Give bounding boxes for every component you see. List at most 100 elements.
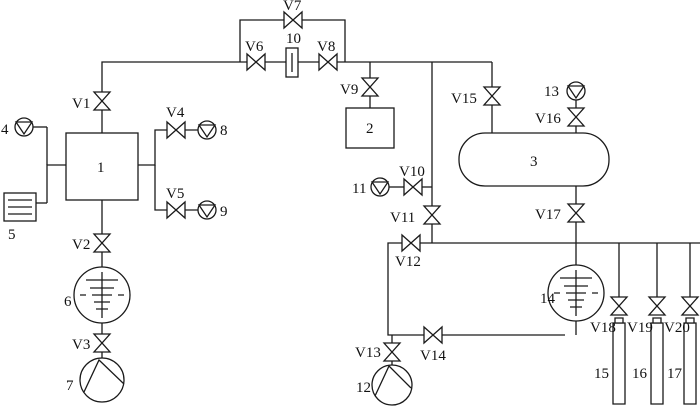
label-component-5: 5: [8, 227, 16, 243]
valve-v3[interactable]: [92, 333, 112, 353]
bowtie-valve-icon: [423, 325, 443, 345]
valve-v16[interactable]: [566, 107, 586, 127]
label-valve-v6: V6: [245, 39, 264, 55]
vacuum-gauge-icon: [14, 121, 34, 136]
vacuum-gauge-9: [197, 200, 217, 220]
bowtie-valve-icon: [166, 120, 186, 140]
valve-v15[interactable]: [482, 86, 502, 106]
bowtie-valve-icon: [283, 10, 303, 30]
vacuum-gauge-13: [566, 81, 586, 101]
gauge-controller-5: [3, 192, 37, 222]
label-valve-v18: V18: [590, 320, 616, 336]
label-valve-v15: V15: [451, 91, 477, 107]
bowtie-valve-icon: [318, 52, 338, 72]
label-valve-v14: V14: [420, 348, 446, 364]
bowtie-valve-icon: [422, 205, 442, 225]
valve-v12[interactable]: [401, 233, 421, 253]
bowtie-valve-icon: [360, 77, 380, 97]
bowtie-valve-icon: [482, 86, 502, 106]
gas-cylinder-15: [612, 317, 626, 405]
bowtie-valve-icon: [647, 296, 667, 316]
label-valve-v2: V2: [72, 237, 90, 253]
turbomolecular-pump-icon: [80, 272, 124, 318]
label-component-7: 7: [66, 378, 74, 394]
bowtie-valve-icon: [246, 52, 266, 72]
vacuum-gauge-icon: [197, 204, 217, 219]
valve-v2[interactable]: [92, 233, 112, 253]
vacuum-gauge-icon: [566, 85, 586, 100]
molecular-pump-6: [73, 266, 131, 324]
valve-v6[interactable]: [246, 52, 266, 72]
bowtie-valve-icon: [92, 333, 112, 353]
vacuum-gauge-4: [14, 117, 34, 137]
label-component-9: 9: [220, 204, 228, 220]
label-valve-v17: V17: [535, 207, 561, 223]
vacuum-gauge-icon: [197, 124, 217, 139]
label-component-14: 14: [540, 291, 556, 307]
bowtie-valve-icon: [166, 200, 186, 220]
label-valve-v9: V9: [340, 82, 358, 98]
valve-v10[interactable]: [403, 177, 423, 197]
label-component-1: 1: [97, 160, 105, 176]
label-valve-v1: V1: [72, 96, 90, 112]
label-valve-v19: V19: [627, 320, 653, 336]
valve-v13[interactable]: [382, 342, 402, 362]
bowtie-valve-icon: [566, 107, 586, 127]
bowtie-valve-icon: [680, 296, 700, 316]
valve-v5[interactable]: [166, 200, 186, 220]
turbomolecular-pump-icon: [554, 270, 598, 316]
valve-labels: V1 V2 V3 V4 V5 V6 V7 V8 V9 V10 V11 V12 V…: [72, 0, 690, 364]
label-component-16: 16: [632, 366, 648, 382]
valve-v8[interactable]: [318, 52, 338, 72]
valve-v20[interactable]: [680, 296, 700, 316]
rotary-pump-7: [79, 357, 125, 403]
gas-cylinder-16: [650, 317, 664, 405]
label-component-17: 17: [667, 366, 683, 382]
bowtie-valve-icon: [401, 233, 421, 253]
label-component-13: 13: [544, 84, 559, 100]
valve-v14[interactable]: [423, 325, 443, 345]
bowtie-valve-icon: [92, 233, 112, 253]
label-valve-v10: V10: [399, 164, 425, 180]
valve-v9[interactable]: [360, 77, 380, 97]
valve-v4[interactable]: [166, 120, 186, 140]
valve-v19[interactable]: [647, 296, 667, 316]
molecular-pump-14: [547, 264, 605, 322]
label-valve-v7: V7: [283, 0, 302, 14]
valve-v11[interactable]: [422, 205, 442, 225]
bowtie-valve-icon: [92, 91, 112, 111]
label-component-10: 10: [286, 31, 301, 47]
valve-v18[interactable]: [609, 296, 629, 316]
label-component-6: 6: [64, 294, 72, 310]
rotary-pump-12: [371, 364, 413, 406]
valve-v7[interactable]: [283, 10, 303, 30]
bowtie-valve-icon: [609, 296, 629, 316]
vessel-2: [345, 107, 395, 149]
flowmeter-10: [285, 47, 299, 78]
label-component-15: 15: [594, 366, 609, 382]
component-labels: 1 2 3 4 5 6 7 8 9 10 11 12 13 14 15 16 1…: [1, 31, 683, 396]
label-valve-v11: V11: [390, 210, 415, 226]
vacuum-gauge-11: [370, 177, 390, 197]
label-component-8: 8: [220, 123, 228, 139]
label-valve-v3: V3: [72, 337, 90, 353]
vacuum-gauge-8: [197, 120, 217, 140]
rotary-vane-pump-icon: [374, 364, 412, 397]
valve-v17[interactable]: [566, 203, 586, 223]
label-component-11: 11: [352, 181, 366, 197]
rotary-vane-pump-icon: [83, 358, 125, 393]
label-component-3: 3: [530, 154, 538, 170]
label-component-4: 4: [1, 122, 9, 138]
bowtie-valve-icon: [403, 177, 423, 197]
label-component-12: 12: [356, 380, 371, 396]
label-valve-v16: V16: [535, 111, 561, 127]
valve-v1[interactable]: [92, 91, 112, 111]
buffer-tank-3: [458, 132, 610, 187]
label-valve-v13: V13: [355, 345, 381, 361]
label-component-2: 2: [366, 121, 374, 137]
vacuum-gauge-icon: [370, 181, 390, 196]
label-valve-v8: V8: [317, 39, 335, 55]
label-valve-v4: V4: [166, 105, 185, 121]
bowtie-valve-icon: [382, 342, 402, 362]
